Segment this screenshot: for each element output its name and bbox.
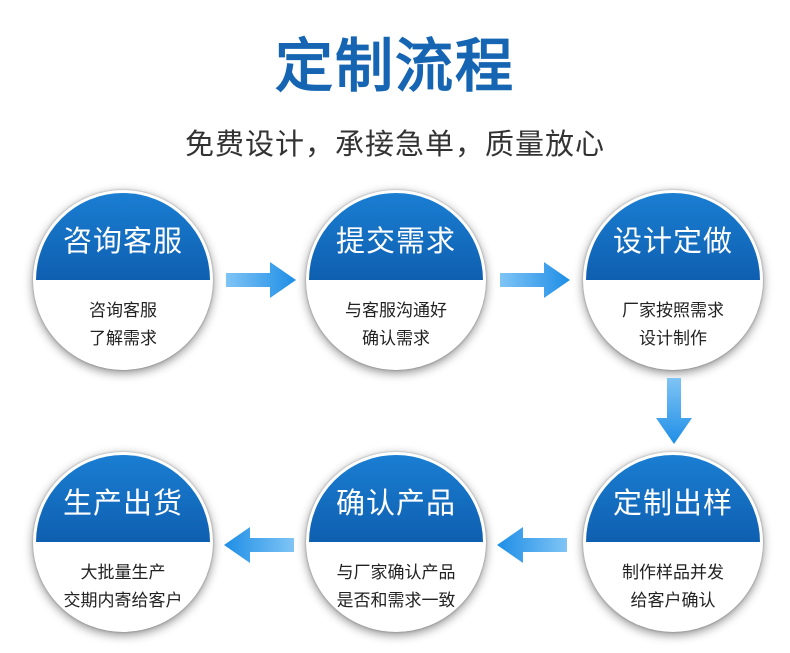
step-title: 确认产品 — [335, 486, 456, 520]
step-title: 咨询客服 — [62, 224, 183, 258]
step-description-line: 厂家按照需求 — [622, 301, 724, 321]
step-production-shipping: 生产出货 大批量生产 交期内寄给客户 — [33, 452, 213, 632]
step-description: 与客服沟通好 确认需求 — [309, 297, 483, 353]
step-description-line: 了解需求 — [89, 329, 157, 349]
step-description-line: 与厂家确认产品 — [336, 563, 456, 583]
arrow-left-icon — [224, 527, 294, 563]
step-submit-requirements: 提交需求 与客服沟通好 确认需求 — [306, 190, 486, 370]
step-header-bg — [586, 193, 760, 280]
step-description-line: 是否和需求一致 — [336, 591, 456, 611]
step-description-line: 给客户确认 — [630, 591, 716, 611]
step-description-line: 设计制作 — [639, 329, 707, 349]
step-header-bg — [309, 193, 483, 280]
page-title: 定制流程 — [274, 32, 515, 100]
step-consult: 咨询客服 咨询客服 了解需求 — [33, 190, 213, 370]
step-description-line: 大批量生产 — [80, 563, 166, 583]
step-sample: 定制出样 制作样品并发 给客户确认 — [583, 452, 763, 632]
arrow-right-icon — [500, 262, 570, 298]
step-description-line: 与客服沟通好 — [345, 301, 447, 321]
step-title: 设计定做 — [612, 224, 733, 258]
step-header-bg — [309, 455, 483, 542]
step-header-bg — [36, 193, 210, 280]
step-description: 制作样品并发 给客户确认 — [586, 559, 760, 615]
step-description: 与厂家确认产品 是否和需求一致 — [309, 559, 483, 615]
step-title: 提交需求 — [335, 224, 456, 258]
arrow-down-icon — [656, 378, 692, 444]
step-description-line: 确认需求 — [362, 329, 430, 349]
step-confirm-product: 确认产品 与厂家确认产品 是否和需求一致 — [306, 452, 486, 632]
step-title: 生产出货 — [62, 486, 183, 520]
step-design: 设计定做 厂家按照需求 设计制作 — [583, 190, 763, 370]
arrow-right-icon — [226, 262, 296, 298]
step-description: 咨询客服 了解需求 — [36, 297, 210, 353]
step-description-line: 交期内寄给客户 — [63, 591, 183, 611]
step-description-line: 制作样品并发 — [622, 563, 724, 583]
arrow-left-icon — [497, 527, 567, 563]
page-subtitle: 免费设计，承接急单，质量放心 — [184, 127, 605, 161]
step-header-bg — [586, 455, 760, 542]
step-description-line: 咨询客服 — [89, 301, 157, 321]
step-title: 定制出样 — [612, 486, 733, 520]
step-description: 厂家按照需求 设计制作 — [586, 297, 760, 353]
step-header-bg — [36, 455, 210, 542]
step-description: 大批量生产 交期内寄给客户 — [36, 559, 210, 615]
